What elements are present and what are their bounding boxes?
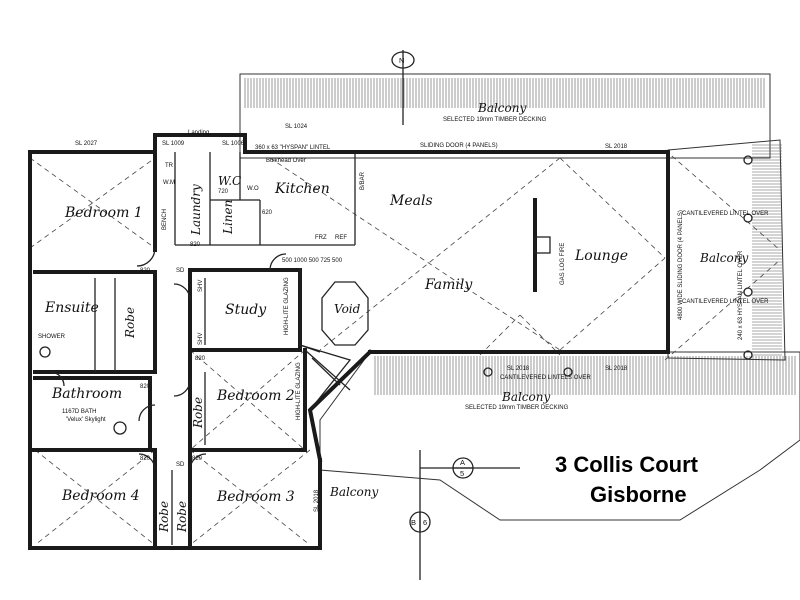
note-cantilevered-lintel-2: CANTILEVERED LINTEL OVER [682, 299, 769, 305]
note-820-study: 820 [195, 356, 206, 362]
room-kitchen: Kitchen [274, 181, 330, 197]
note-sl-1009: SL 1009 [162, 141, 185, 147]
note-bench: BENCH [162, 209, 168, 230]
posts [483, 155, 753, 377]
note-sl-1006: SL 1006 [222, 141, 245, 147]
note-sl-2018-mid: SL 2018 [507, 366, 530, 372]
note-820-bed4: 820 [140, 456, 151, 462]
label-balcony-top: Balcony [477, 101, 526, 115]
note-dimensions: 500 1000 500 725 500 [282, 258, 343, 264]
note-sl-1024: SL 1024 [285, 124, 308, 130]
note-tr: TR [165, 163, 174, 169]
room-bedroom-1: Bedroom 1 [64, 205, 143, 221]
note-820-bath: 820 [140, 384, 151, 390]
note-sl-2027: SL 2027 [75, 141, 98, 147]
note-bath: 1167D BATH [62, 409, 96, 415]
note-wm: W.M [163, 180, 175, 186]
note-shower: SHOWER [38, 334, 66, 340]
roof-lines [29, 149, 781, 546]
room-ensuite: Ensuite [44, 300, 99, 316]
note-ref: REF [335, 235, 347, 241]
room-robe-bedroom-3: Robe [175, 501, 189, 533]
room-study: Study [225, 302, 267, 318]
address-suburb: Gisborne [590, 482, 687, 507]
note-wo: W.O [247, 186, 259, 192]
section-a-number: 5 [460, 469, 464, 478]
room-lounge: Lounge [574, 248, 628, 264]
note-720: 720 [218, 189, 229, 195]
section-b-letter: B [411, 518, 416, 527]
note-frz: FRZ [315, 235, 327, 241]
note-decking-top: SELECTED 19mm TIMBER DECKING [443, 117, 547, 123]
room-robe-bedroom-2: Robe [191, 397, 205, 429]
note-lintel: 360 x 63 "HYSPAN" LINTEL [255, 145, 331, 151]
note-skylight: 'Velux' Skylight [66, 417, 106, 423]
note-820-bed1: 820 [140, 268, 151, 274]
room-laundry: Laundry [189, 184, 203, 236]
note-820-laundry: 820 [190, 242, 201, 248]
bottom-balcony-decking [319, 351, 800, 521]
room-bathroom: Bathroom [51, 386, 122, 402]
room-bedroom-4: Bedroom 4 [61, 488, 140, 504]
note-620: 620 [262, 210, 273, 216]
label-balcony-side: Balcony [329, 485, 378, 499]
room-void: Void [334, 302, 361, 316]
address-street: 3 Collis Court [555, 452, 699, 477]
note-hyspan: 240 x 63 HYSPAN LINTEL OVER [738, 250, 744, 340]
top-balcony-decking [239, 73, 771, 159]
room-robe-bedroom-4: Robe [157, 501, 171, 533]
note-highlite-glazing-2: HIGH-LITE GLAZING [296, 362, 302, 420]
room-robe-ensuite: Robe [123, 307, 137, 339]
section-marker-b: B 6 [409, 450, 431, 580]
note-sd-2: SD [176, 462, 185, 468]
note-decking-bottom: SELECTED 19mm TIMBER DECKING [465, 405, 569, 411]
note-sliding-door: SLIDING DOOR (4 PANELS) [420, 143, 498, 149]
right-balcony-decking [667, 139, 786, 361]
note-highlite-glazing: HIGH-LITE GLAZING [284, 277, 290, 335]
note-sl-2018-right: SL 2018 [605, 366, 628, 372]
section-b-number: 6 [423, 518, 427, 527]
note-sl-2018-vert: SL 2018 [314, 489, 320, 512]
note-landing: Landing [188, 130, 209, 136]
room-bedroom-2: Bedroom 2 [216, 388, 295, 404]
room-meals: Meals [389, 193, 433, 209]
label-balcony-bottom: Balcony [501, 390, 550, 404]
door-swings [39, 247, 287, 471]
note-bulkhead: Bulkhead Over [266, 158, 306, 164]
note-shv-1: SHV [198, 280, 204, 292]
note-sd-1: SD [176, 268, 185, 274]
note-shv-2: SHV [198, 333, 204, 345]
internal-walls [28, 150, 551, 550]
north-arrow: N [391, 50, 415, 125]
section-a-letter: A [460, 458, 465, 467]
note-cantilevered-lintel-1: CANTILEVERED LINTEL OVER [682, 211, 769, 217]
note-sl-2018-top: SL 2018 [605, 144, 628, 150]
section-marker-a: A 5 [420, 457, 520, 479]
note-cantilevered-lintels: CANTILEVERED LINTELS OVER [500, 375, 591, 381]
room-family: Family [424, 277, 473, 293]
note-bbar: B/BAR [360, 171, 366, 190]
note-wide-sliding: 4800 WIDE SLIDING DOOR (4 PANELS) [678, 210, 684, 320]
note-820-bed3: 820 [192, 456, 203, 462]
note-gas-fire: GAS LOG FIRE [560, 243, 566, 285]
label-balcony-right: Balcony [699, 251, 748, 265]
room-linen: Linen [221, 200, 235, 235]
room-wc: W.C [218, 174, 241, 188]
north-label: N [399, 56, 404, 65]
room-bedroom-3: Bedroom 3 [216, 489, 295, 505]
